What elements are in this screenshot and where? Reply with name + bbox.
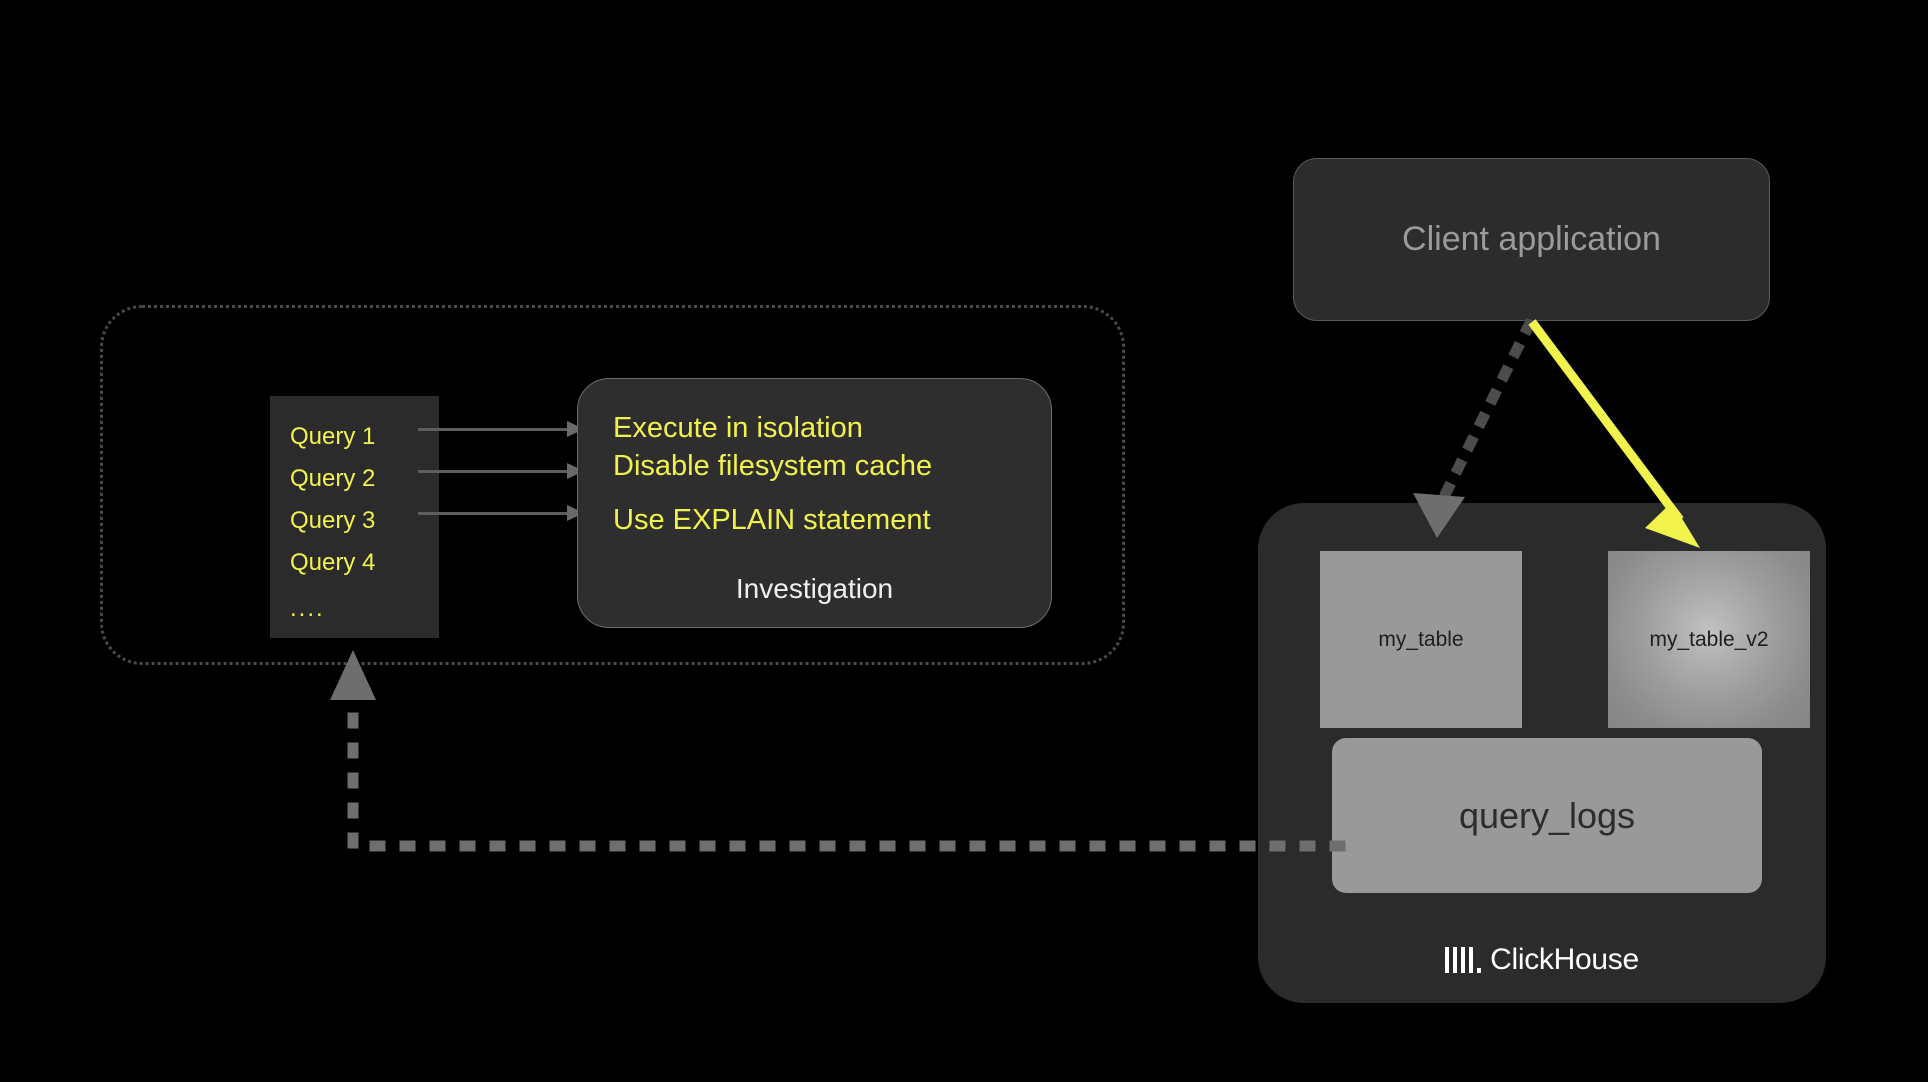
query-2-to-investigation-arrow xyxy=(418,463,584,479)
query-logs-label: query_logs xyxy=(1458,794,1636,836)
clickhouse-logo: ClickHouse xyxy=(1258,943,1826,977)
table-label: my_table_v2 xyxy=(1649,627,1769,651)
query-workload-group xyxy=(100,305,1125,665)
investigation-line: Use EXPLAIN statement xyxy=(613,504,931,536)
list-item: Query 1 xyxy=(290,423,376,450)
client-application-label: Client application xyxy=(1402,220,1661,258)
table-label: my_table xyxy=(1378,627,1464,651)
list-item: Query 4 xyxy=(290,549,376,576)
list-item: Query 2 xyxy=(290,465,376,492)
clickhouse-wordmark: ClickHouse xyxy=(1490,943,1639,976)
query-3-to-investigation-arrow xyxy=(418,505,584,521)
investigation-box: Execute in isolation Disable filesystem … xyxy=(577,378,1052,628)
table-box-my-table: my_table xyxy=(1320,551,1522,728)
list-item-ellipsis: .... xyxy=(290,595,325,622)
query-list-box: Query 1 Query 2 Query 3 Query 4 .... xyxy=(270,396,439,638)
investigation-caption: Investigation xyxy=(735,573,894,604)
list-item: Query 3 xyxy=(290,507,376,534)
investigation-line: Execute in isolation xyxy=(613,412,863,444)
investigation-line: Disable filesystem cache xyxy=(613,450,933,482)
query-logs-box: query_logs xyxy=(1332,738,1762,893)
table-box-my-table-v2: my_table_v2 xyxy=(1608,551,1810,728)
query-1-to-investigation-arrow xyxy=(418,421,584,437)
client-application-box: Client application xyxy=(1293,158,1770,321)
query-logs-to-query-list-connector xyxy=(330,650,1346,852)
clickhouse-container: my_table my_table_v2 query_logs ClickHou… xyxy=(1258,503,1826,1003)
clickhouse-bars-icon xyxy=(1445,947,1482,973)
